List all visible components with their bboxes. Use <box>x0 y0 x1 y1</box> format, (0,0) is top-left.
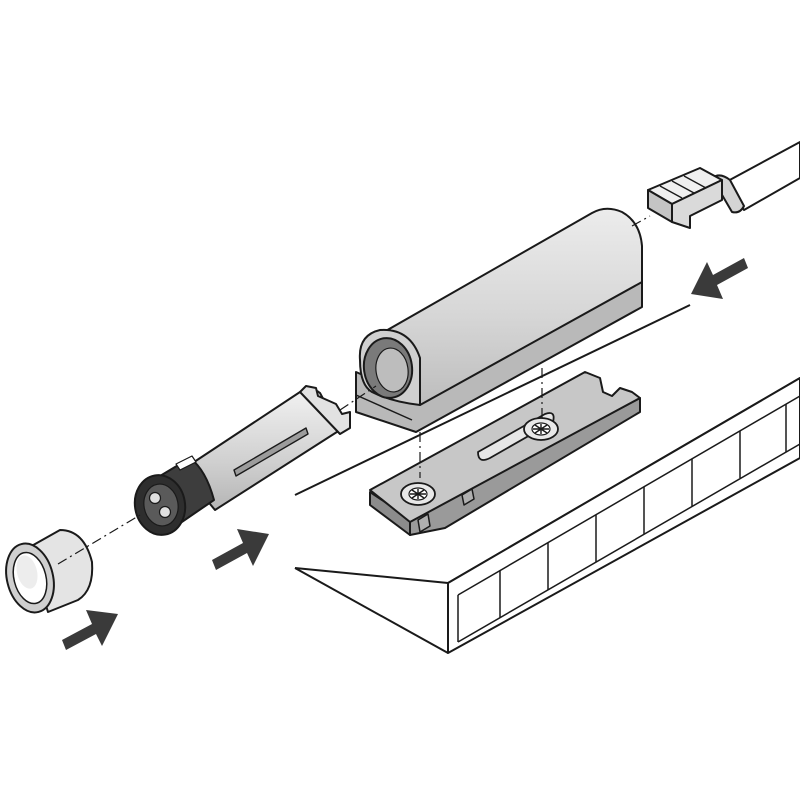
assembly-axis-lines <box>57 215 651 565</box>
mounting-plate <box>369 371 641 536</box>
arrow-down-left-icon <box>691 258 748 299</box>
panel-top-edge <box>294 304 691 496</box>
bush-inner-shadow <box>16 555 38 589</box>
panel-segment-lines <box>457 404 787 642</box>
arrow-up-right-icon <box>62 610 118 650</box>
arrow-bush <box>62 610 118 650</box>
cartridge-slot <box>233 427 309 477</box>
axis-bush-to-cartridge <box>57 514 141 565</box>
plate-notches <box>417 488 475 533</box>
sleeve-bush <box>5 529 94 614</box>
arrow-up-right-icon <box>212 529 269 570</box>
cable-connector <box>647 141 800 229</box>
panel-banding-line <box>457 443 800 643</box>
cartridge-rear-end <box>299 385 351 435</box>
arrow-cartridge <box>212 529 269 570</box>
cartridge-collar-grip <box>175 455 197 471</box>
axis-housing-to-connector <box>631 215 651 227</box>
cartridge-hole <box>158 505 172 519</box>
connector-ribs <box>659 175 707 199</box>
panel-banding-line <box>457 395 800 596</box>
arrow-connector <box>691 258 748 299</box>
housing-bore-inner <box>375 347 409 393</box>
cartridge-hole <box>148 491 162 505</box>
connector-side <box>671 179 723 229</box>
axis-cartridge-to-housing <box>339 385 377 411</box>
screw-rear <box>523 417 559 441</box>
panel-left-edge <box>294 567 449 654</box>
screw-front <box>400 482 436 506</box>
housing-foot-edge <box>355 394 413 421</box>
cylindrical-cartridge <box>133 385 351 536</box>
